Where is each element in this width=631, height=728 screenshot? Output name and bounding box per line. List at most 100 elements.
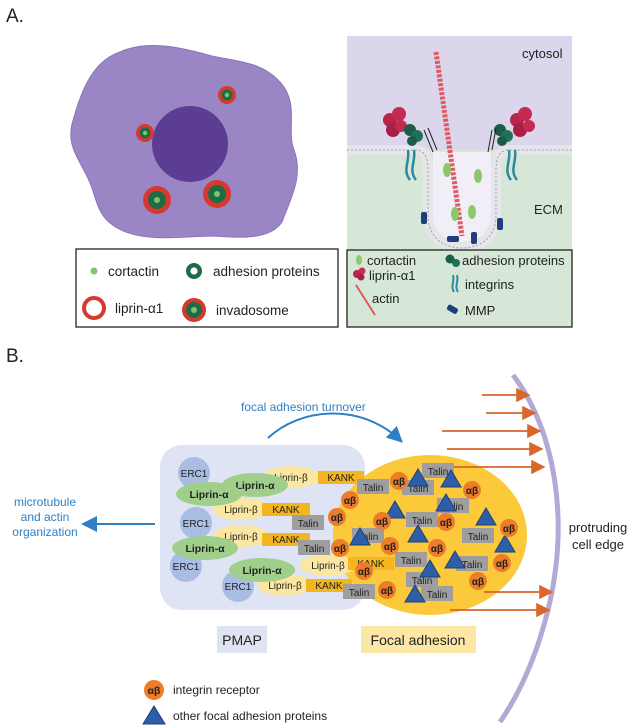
talin-label: Talin (304, 544, 325, 555)
liprin-beta-label: Liprin-β (274, 473, 308, 484)
actin-icon (355, 284, 376, 316)
legend-right-mmp: MMP (465, 303, 495, 318)
talin-label: Talin (468, 532, 489, 543)
triangle-icon (142, 705, 166, 725)
ab-label: αβ (503, 524, 515, 535)
ab-label: αβ (393, 477, 405, 488)
ab-label: αβ (331, 513, 343, 524)
liprin-alpha-label: Liprin-α (185, 543, 225, 555)
ab-label: αβ (472, 577, 484, 588)
cortactin-icon (90, 267, 98, 275)
kank-label: KANK (357, 559, 385, 570)
integrin-receptor-icon (144, 680, 164, 700)
integrin-receptor-icon: αβ (437, 513, 455, 531)
integrin-receptor-icon: αβ (328, 508, 346, 526)
integrin-receptor-icon: αβ (469, 572, 487, 590)
invadosome-marker (136, 124, 154, 142)
talin-label: Talin (349, 588, 370, 599)
integrins-icon (451, 274, 459, 293)
invadosome-icon (182, 298, 206, 322)
integrin-receptor-icon: αβ (428, 539, 446, 557)
liprin-alpha-group: Liprin-α Liprin-α Liprin-α Liprin-α (172, 473, 295, 582)
talin-label: Talin (462, 560, 483, 571)
legend-right-adhesion: adhesion proteins (462, 253, 565, 268)
invadosome-marker (218, 86, 236, 104)
integrin-group: αβ αβ αβ αβ αβ αβ αβ αβ αβ αβ αβ αβ αβ α… (328, 472, 518, 599)
integrin-receptor-icon: αβ (378, 581, 396, 599)
ab-label: αβ (376, 517, 388, 528)
liprin-alpha-label: Liprin-α (242, 565, 282, 577)
mmp-bits (421, 212, 503, 244)
cross-section: cytosol ECM (347, 36, 572, 254)
legend-ab: αβ (148, 685, 161, 697)
liprin-beta-group: Liprin-β Liprin-β Liprin-β Liprin-β Lipr… (213, 466, 356, 596)
liprin-beta-label: Liprin-β (268, 581, 302, 592)
liprin-icon (82, 296, 106, 320)
talin-label: Talin (412, 516, 433, 527)
legend-right: cortactin adhesion proteins liprin-α1 in… (346, 249, 573, 328)
ab-label: αβ (440, 518, 452, 529)
ecm-label: ECM (534, 202, 563, 217)
ab-label: αβ (381, 586, 393, 597)
liprin-alpha-label: Liprin-α (235, 480, 275, 492)
legend-other: other focal adhesion proteins (173, 709, 327, 723)
edge-line-1: protruding (569, 520, 628, 535)
talin-label: Talin (427, 590, 448, 601)
legend-right-liprin: liprin-α1 (369, 268, 416, 283)
integrin-receptor-icon: αβ (463, 481, 481, 499)
liprin-beta-label: Liprin-β (224, 532, 258, 543)
cell-illustration (70, 45, 298, 239)
microtubule-line-2: and actin (21, 510, 70, 524)
legend-bottom: αβ integrin receptor other focal adhesio… (142, 680, 327, 725)
talin-label: Talin (428, 467, 449, 478)
kank-label: KANK (327, 473, 355, 484)
actin-filament (433, 51, 465, 237)
talin-label: Talin (401, 556, 422, 567)
microtubule-line-3: organization (12, 525, 77, 539)
talin-label: Talin (412, 576, 433, 587)
ab-label: αβ (334, 544, 346, 555)
fa-label: Focal adhesion (371, 632, 466, 648)
cytosol-label: cytosol (522, 46, 563, 61)
adhesion-cluster-right (494, 124, 513, 146)
ab-label: αβ (384, 542, 396, 553)
integrins (405, 149, 519, 181)
kank-label: KANK (272, 505, 300, 516)
edge-line-2: cell edge (572, 537, 624, 552)
liprin-alpha-label: Liprin-α (189, 489, 229, 501)
mmp-icon (446, 304, 458, 314)
integrin-receptor-icon: αβ (331, 539, 349, 557)
adhesion-cluster-left (404, 124, 423, 146)
adhesion-proteins-icon (186, 263, 202, 279)
kank-label: KANK (272, 535, 300, 546)
integrin-receptor-icon: αβ (493, 554, 511, 572)
erc1-label: ERC1 (183, 519, 210, 530)
invadosome-marker (203, 180, 231, 208)
erc1-label: ERC1 (225, 582, 252, 593)
talin-label: Talin (363, 483, 384, 494)
kank-group: KANK KANK KANK KANK KANK (262, 471, 394, 592)
turnover-arrow (267, 412, 403, 443)
protrusion-arrows (442, 387, 554, 618)
legend-invadosome: invadosome (216, 303, 289, 318)
cortactin-bits (443, 163, 482, 221)
nucleus (152, 106, 228, 182)
talin-group: Talin Talin Talin Talin Talin Talin Tali… (292, 463, 494, 601)
liprin-beta-label: Liprin-β (311, 561, 345, 572)
legend-liprin: liprin-α1 (115, 301, 163, 316)
integrin-receptor-icon: αβ (373, 512, 391, 530)
kank-label: KANK (315, 581, 343, 592)
ab-label: αβ (344, 496, 356, 507)
ab-label: αβ (358, 567, 370, 578)
integrin-receptor-icon: αβ (341, 491, 359, 509)
liprin-beta-label: Liprin-β (224, 505, 258, 516)
integrin-receptor-icon: αβ (390, 472, 408, 490)
fa-label-bg (361, 626, 476, 653)
ab-label: αβ (496, 559, 508, 570)
talin-label: Talin (408, 484, 429, 495)
legend-right-cortactin: cortactin (367, 253, 416, 268)
integrin-receptor-icon: αβ (500, 519, 518, 537)
talin-label: Talin (358, 532, 379, 543)
ab-label: αβ (466, 486, 478, 497)
